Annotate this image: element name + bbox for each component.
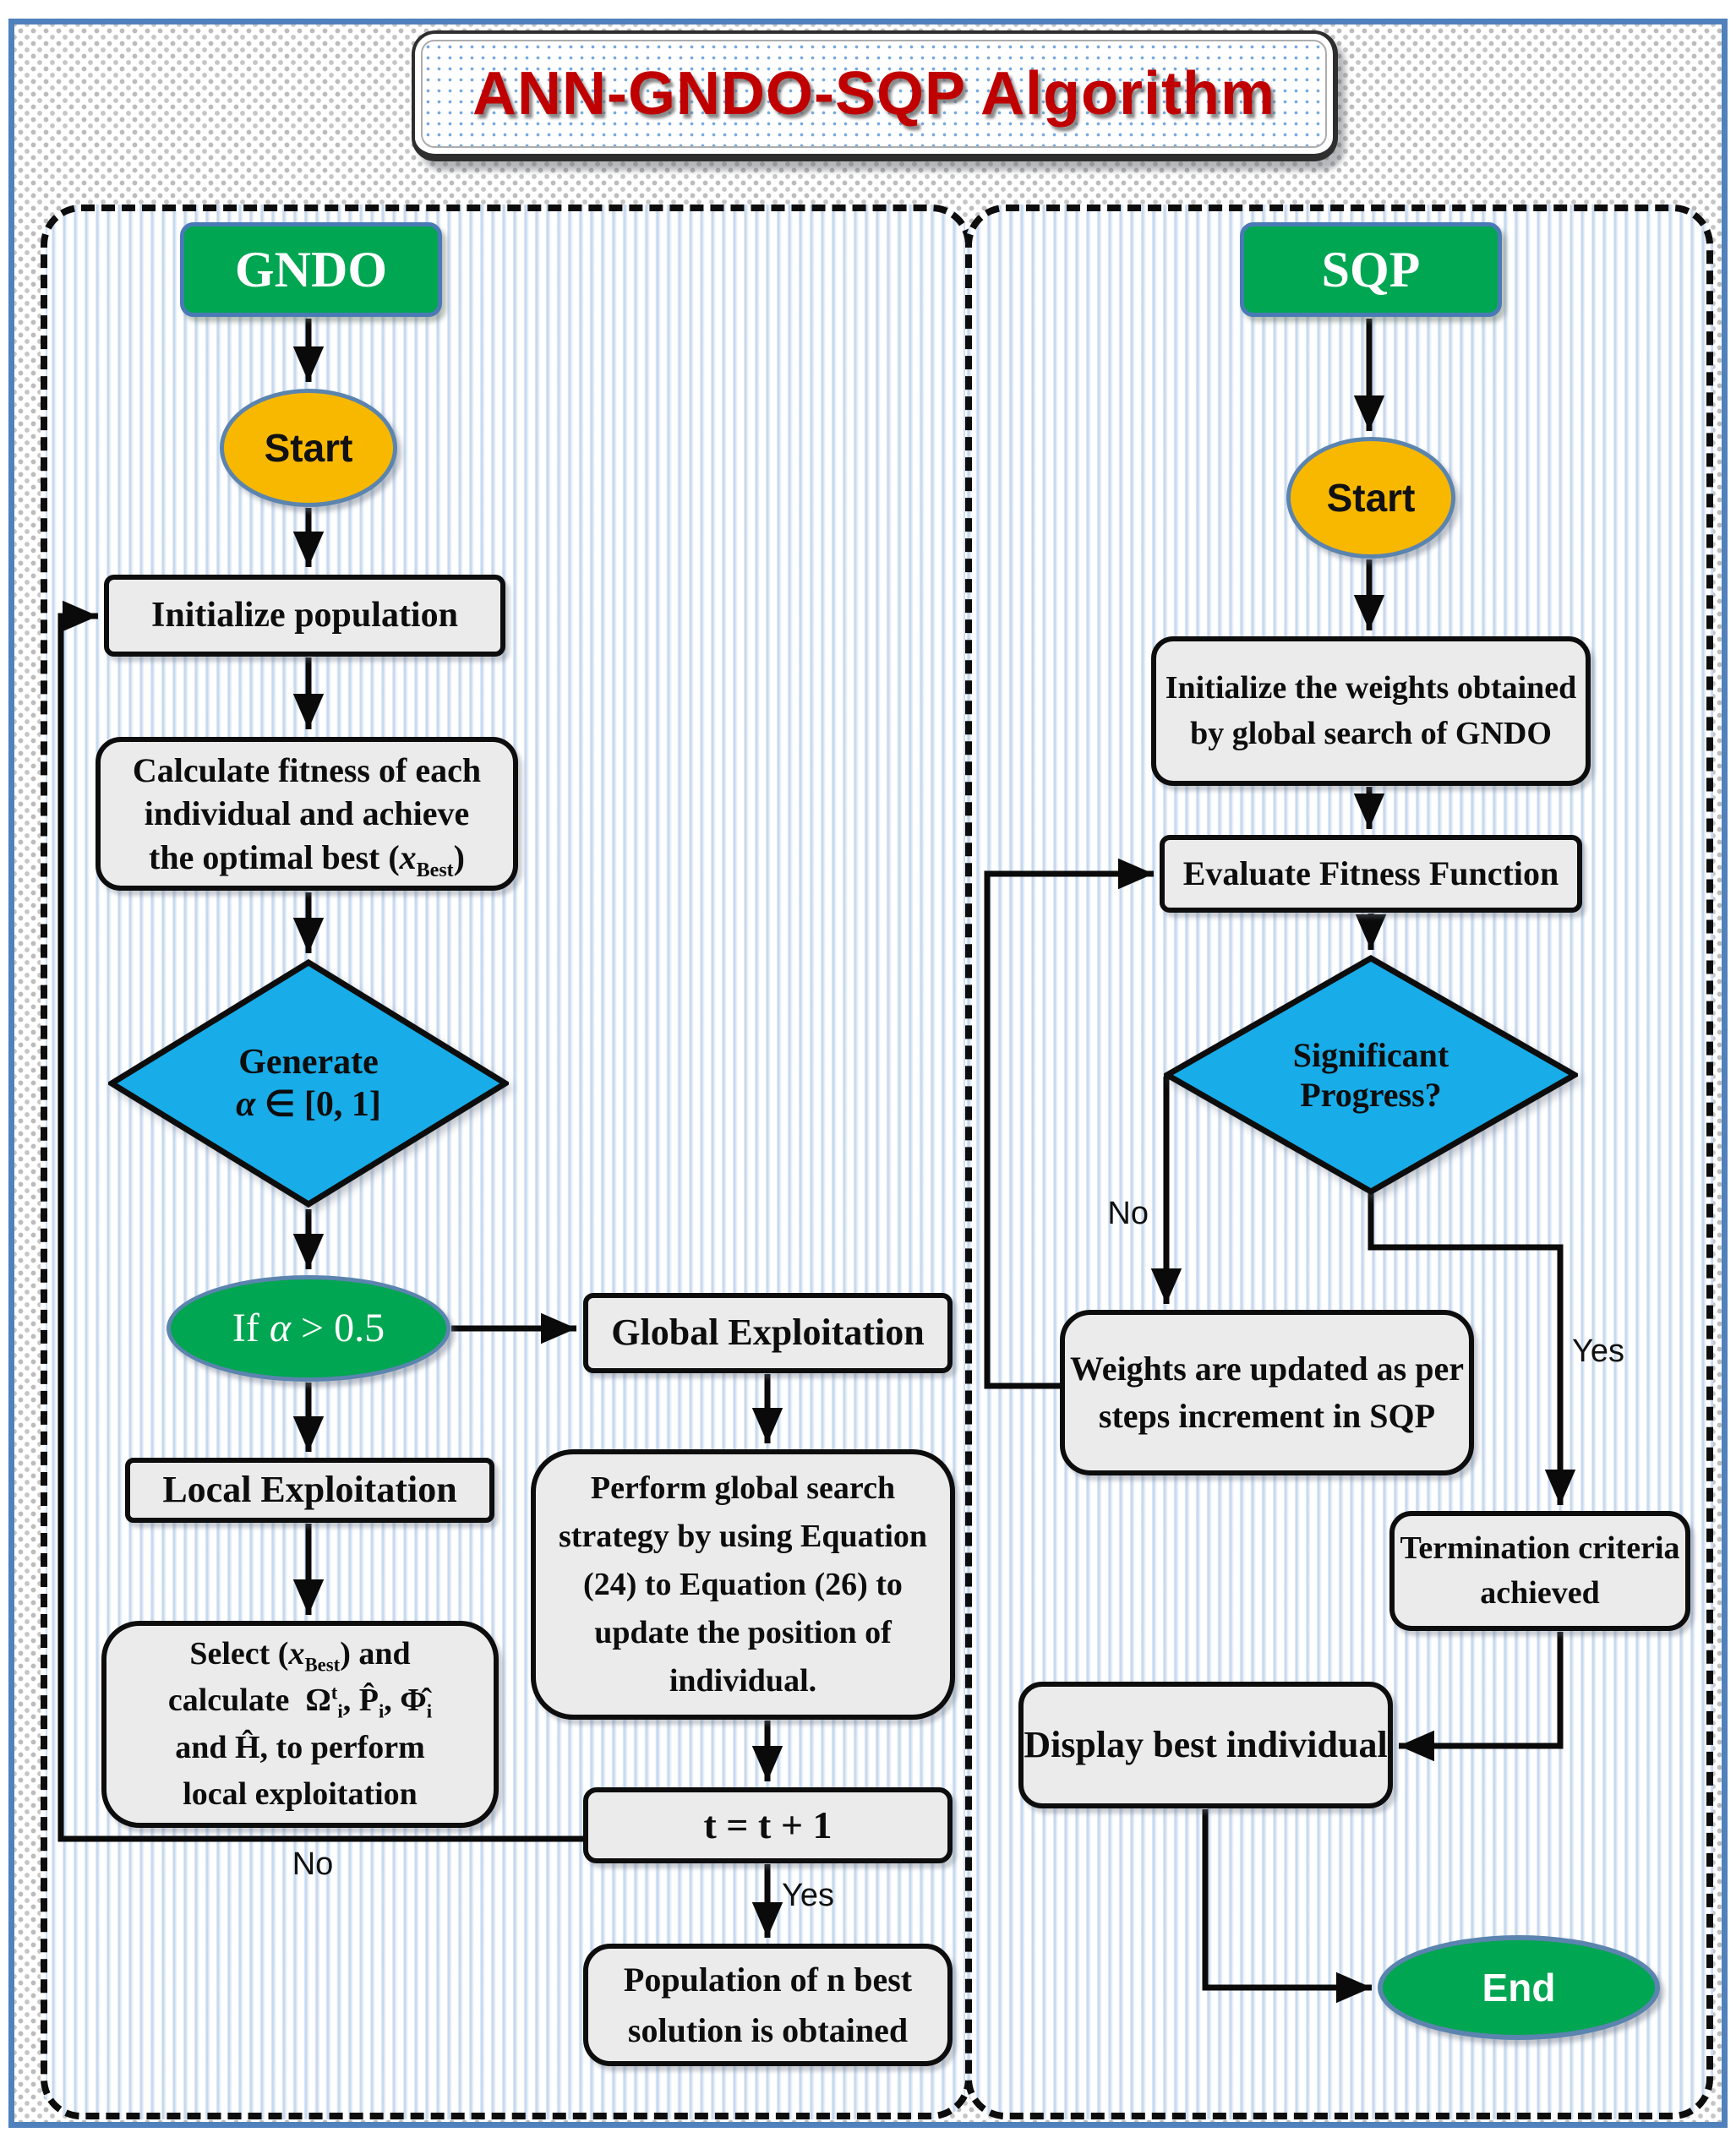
sqp-no-branch-label: No [1107, 1196, 1149, 1231]
gndo-global-exploitation-label: Global Exploitation [611, 1312, 925, 1354]
sqp-header: SQP [1240, 222, 1502, 317]
title-banner: ANN-GNDO-SQP Algorithm [412, 30, 1338, 161]
gndo-yes-branch-label: Yes [782, 1878, 834, 1913]
gndo-population-obtained-label: Population of n best solution is obtaine… [623, 1960, 913, 2049]
gndo-start-terminator: Start [220, 389, 397, 507]
sqp-significant-progress-text: Significant Progress? [1164, 955, 1578, 1195]
gndo-local-exploitation-step: Local Exploitation [125, 1458, 494, 1523]
gndo-global-exploitation-step: Global Exploitation [583, 1293, 953, 1373]
sqp-initialize-weights-step: Initialize the weights obtained by globa… [1151, 636, 1591, 786]
gndo-iteration-increment-label: t = t + 1 [703, 1803, 833, 1846]
gndo-header-label: GNDO [235, 241, 387, 297]
sqp-header-label: SQP [1321, 241, 1421, 297]
sqp-evaluate-fitness-step: Evaluate Fitness Function [1160, 835, 1582, 913]
gndo-perform-global-search-label: Perform global search strategy by using … [558, 1470, 928, 1699]
sqp-evaluate-fitness-label: Evaluate Fitness Function [1182, 854, 1559, 893]
title-banner-inner: ANN-GNDO-SQP Algorithm [421, 40, 1327, 148]
sqp-display-best-label: Display best individual [1024, 1724, 1388, 1766]
sqp-termination-criteria-step: Termination criteria achieved [1389, 1511, 1690, 1631]
generate-line2: α ∈ [0, 1] [236, 1085, 381, 1124]
diamond-shape [108, 959, 509, 1208]
sqp-initialize-weights-label: Initialize the weights obtained by globa… [1165, 670, 1577, 751]
sqp-significant-progress-decision: Significant Progress? [1164, 955, 1578, 1195]
gndo-if-alpha-condition: If α > 0.5 [167, 1275, 450, 1382]
gndo-perform-global-search-step: Perform global search strategy by using … [531, 1449, 955, 1720]
gndo-initialize-population-label: Initialize population [151, 595, 458, 635]
sqp-start-terminator: Start [1286, 437, 1455, 559]
gndo-no-branch-label: No [292, 1846, 334, 1882]
sqp-start-label: Start [1326, 475, 1416, 520]
sqp-display-best-step: Display best individual [1018, 1682, 1393, 1808]
sqp-weights-update-step: Weights are updated as per steps increme… [1060, 1310, 1474, 1475]
gndo-initialize-population-step: Initialize population [104, 575, 505, 657]
gndo-local-exploitation-label: Local Exploitation [162, 1469, 457, 1511]
sqp-termination-criteria-label: Termination criteria achieved [1400, 1530, 1680, 1611]
sqp-significant-progress-label: Significant Progress? [1292, 1036, 1449, 1114]
sqp-yes-branch-label: Yes [1572, 1334, 1624, 1369]
generate-line1: Generate [238, 1043, 379, 1082]
gndo-if-alpha-label: If α > 0.5 [232, 1306, 385, 1351]
sqp-weights-update-label: Weights are updated as per steps increme… [1070, 1350, 1464, 1435]
page-title: ANN-GNDO-SQP Algorithm [472, 60, 1275, 128]
gndo-header: GNDO [180, 222, 442, 317]
diamond-shape [1164, 955, 1578, 1195]
gndo-iteration-increment-step: t = t + 1 [583, 1787, 953, 1863]
sqp-end-terminator: End [1378, 1935, 1660, 2040]
gndo-start-label: Start [264, 425, 353, 470]
gndo-population-obtained-step: Population of n best solution is obtaine… [583, 1944, 953, 2066]
sqp-end-label: End [1482, 1965, 1556, 2010]
gndo-generate-alpha-text: Generate α ∈ [0, 1] [108, 959, 509, 1208]
gndo-generate-alpha-decision: Generate α ∈ [0, 1] [108, 959, 509, 1208]
